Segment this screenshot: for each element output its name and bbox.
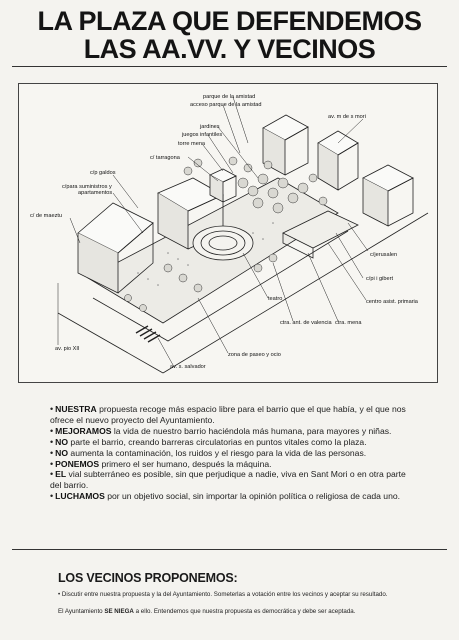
headline-line-2: LAS AA.VV. Y VECINOS xyxy=(83,34,376,64)
label-torre-mena: torre mena xyxy=(178,141,206,147)
label-c-para-suministros: c/para suministros y xyxy=(62,184,112,190)
proposal-paragraph-2: El Ayuntamiento SE NIEGA a ello. Entende… xyxy=(58,608,356,615)
label-c-pi-gibert: c/pi i gibert xyxy=(366,276,394,282)
label-av-m-s-mori: av. m de s mori xyxy=(328,114,366,120)
bullet-item: •LUCHAMOS por un objetivo social, sin im… xyxy=(50,491,401,502)
header-divider xyxy=(12,66,447,67)
label-apartamentos: apartamentos xyxy=(78,190,113,196)
label-teatro: teatro xyxy=(268,296,283,302)
label-ctra-valencia: ctra. ant. de valencia xyxy=(280,320,332,326)
label-zona-paseo: zona de paseo y ocio xyxy=(228,352,281,358)
label-parque-amistad: parque de la amistad xyxy=(203,94,256,100)
trees xyxy=(124,156,328,312)
headline-line-1: LA PLAZA QUE DEFENDEMOS xyxy=(37,6,422,36)
bullet-item: •NO aumenta la contaminación, los ruidos… xyxy=(50,447,367,458)
label-c-maeztu: c/ de maeztu xyxy=(30,213,63,219)
label-av-pio-xii: av. pio XII xyxy=(55,346,80,352)
label-jardines: jardines xyxy=(200,124,220,130)
label-acceso-parque: acceso parque de la amistad xyxy=(190,102,262,108)
section-divider xyxy=(12,549,447,550)
label-juegos-infantiles: juegos infantiles xyxy=(182,132,223,138)
bullet-item: •NUESTRA propuesta recoge más espacio li… xyxy=(50,404,406,425)
label-c-tarragona: c/ tarragona xyxy=(150,155,180,161)
label-av-s-salvador: av. s. salvador xyxy=(170,364,206,370)
proposal-paragraph-1: • Discutir entre nuestra propuesta y la … xyxy=(58,591,388,598)
section-heading: LOS VECINOS PROPONEMOS: xyxy=(58,571,238,585)
plaza-isometric-drawing xyxy=(57,96,429,374)
bullet-item: •PONEMOS primero el ser humano, después … xyxy=(50,458,272,469)
bullet-item: •NO parte el barrio, creando barreras ci… xyxy=(50,436,367,447)
label-ctra-mena: ctra. mena xyxy=(335,320,362,326)
bullet-item: •EL vial subterráneo es posible, sin que… xyxy=(50,469,406,491)
label-c-galdos: c/p galdos xyxy=(90,170,116,176)
bullet-item: •MEJORAMOS la vida de nuestro barrio hac… xyxy=(50,425,392,436)
proposal-bullet-list: •NUESTRA propuesta recoge más espacio li… xyxy=(50,404,410,502)
label-centro-asist: centro asist. primaria xyxy=(366,299,418,305)
label-c-jerusalen: c/jerusalen xyxy=(370,252,398,258)
